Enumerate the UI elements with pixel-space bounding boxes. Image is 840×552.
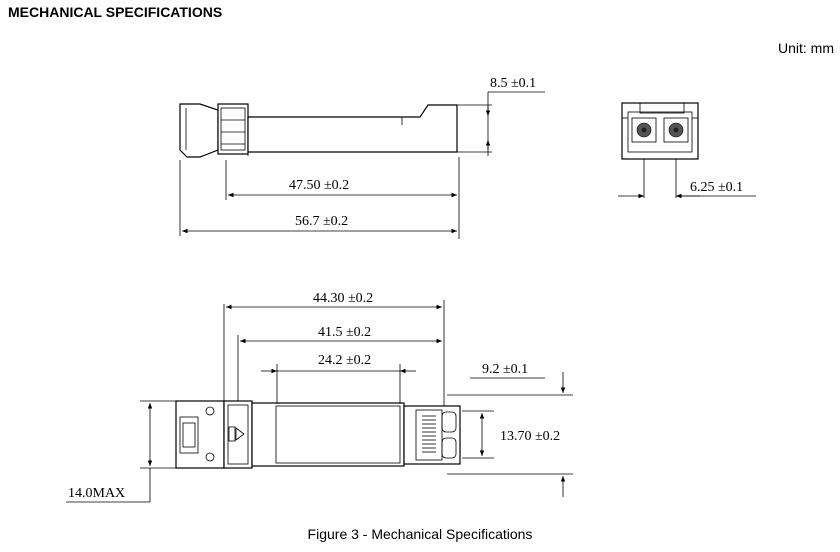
dim-top-width-1: 9.2 ±0.1 (482, 362, 528, 377)
dim-top-width-2: 13.70 ±0.2 (500, 429, 560, 444)
dim-port-pitch: 6.25 ±0.1 (690, 180, 743, 195)
dim-top-len-1: 44.30 ±0.2 (313, 291, 373, 306)
top-view-dimensions (66, 300, 573, 503)
section-heading: MECHANICAL SPECIFICATIONS (8, 4, 223, 20)
top-view (175, 400, 461, 469)
dim-top-len-3: 24.2 ±0.2 (318, 353, 371, 368)
side-view-dimensions (179, 91, 545, 239)
unit-label: Unit: mm (778, 40, 834, 56)
dim-height-side: 8.5 ±0.1 (490, 76, 536, 91)
figure-caption: Figure 3 - Mechanical Specifications (307, 526, 533, 542)
dim-length-total: 56.7 ±0.2 (295, 214, 348, 229)
dim-max-width: 14.0MAX (68, 486, 125, 501)
side-view (179, 103, 458, 158)
dim-length-body: 47.50 ±0.2 (289, 178, 349, 193)
end-view (621, 102, 699, 198)
dim-top-len-2: 41.5 ±0.2 (318, 325, 371, 340)
